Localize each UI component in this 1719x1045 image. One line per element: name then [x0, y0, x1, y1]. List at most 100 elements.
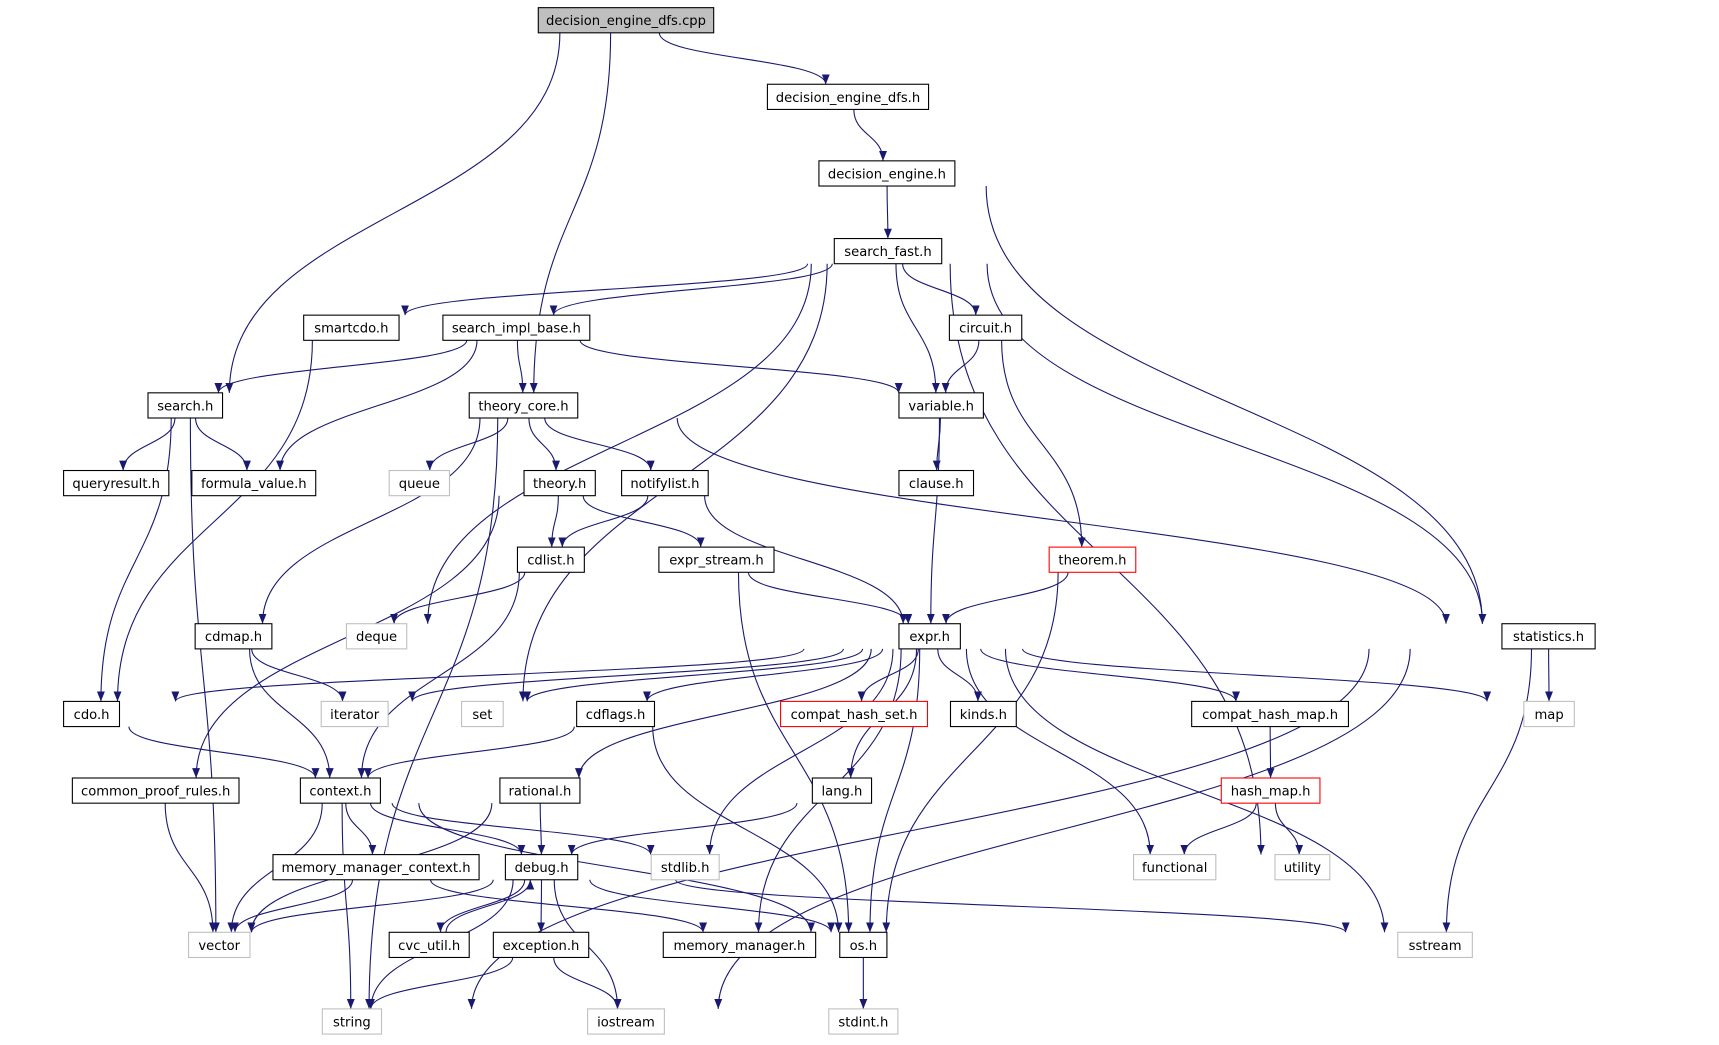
node-lang[interactable]: lang.h — [811, 777, 873, 804]
node-sstream[interactable]: sstream — [1397, 931, 1473, 959]
node-box[interactable] — [948, 314, 1023, 341]
node-box[interactable] — [460, 700, 504, 728]
node-box[interactable] — [949, 700, 1017, 728]
node-dfsh[interactable]: decision_engine_dfs.h — [766, 83, 930, 110]
node-box[interactable] — [63, 469, 170, 497]
node-cdflags[interactable]: cdflags.h — [576, 700, 656, 728]
node-theory[interactable]: theory.h — [523, 469, 596, 497]
node-clause[interactable]: clause.h — [898, 469, 975, 497]
node-box[interactable] — [1133, 854, 1217, 881]
node-deque[interactable]: deque — [345, 623, 408, 650]
node-box[interactable] — [898, 623, 961, 650]
node-chm[interactable]: compat_hash_map.h — [1191, 700, 1349, 728]
node-exception[interactable]: exception.h — [492, 931, 590, 959]
node-box[interactable] — [839, 931, 888, 959]
node-box[interactable] — [650, 854, 720, 881]
node-kinds[interactable]: kinds.h — [949, 700, 1017, 728]
node-box[interactable] — [833, 237, 943, 265]
node-box[interactable] — [188, 931, 251, 959]
node-box[interactable] — [658, 546, 775, 573]
node-iterator[interactable]: iterator — [320, 700, 389, 728]
node-box[interactable] — [147, 392, 224, 419]
node-fv[interactable]: formula_value.h — [191, 469, 317, 497]
node-box[interactable] — [299, 777, 381, 804]
node-box[interactable] — [898, 469, 975, 497]
node-mmc[interactable]: memory_manager_context.h — [272, 854, 480, 881]
node-box[interactable] — [587, 1008, 665, 1035]
node-set[interactable]: set — [460, 700, 504, 728]
node-box[interactable] — [492, 931, 590, 959]
node-box[interactable] — [811, 777, 873, 804]
node-box[interactable] — [537, 7, 715, 34]
node-box[interactable] — [388, 931, 470, 959]
node-box[interactable] — [818, 160, 956, 187]
node-box[interactable] — [504, 854, 579, 881]
node-stats[interactable]: statistics.h — [1501, 623, 1596, 650]
node-qr[interactable]: queryresult.h — [63, 469, 170, 497]
node-box[interactable] — [621, 469, 709, 497]
node-box[interactable] — [662, 931, 817, 959]
node-box[interactable] — [898, 392, 984, 419]
node-box[interactable] — [828, 1008, 899, 1035]
node-box[interactable] — [442, 314, 591, 341]
node-cvcutil[interactable]: cvc_util.h — [388, 931, 470, 959]
node-stdlib[interactable]: stdlib.h — [650, 854, 720, 881]
node-box[interactable] — [499, 777, 581, 804]
node-box[interactable] — [516, 546, 585, 573]
node-functional[interactable]: functional — [1133, 854, 1217, 881]
node-queue[interactable]: queue — [388, 469, 451, 497]
node-box[interactable] — [766, 83, 930, 110]
node-notify[interactable]: notifylist.h — [621, 469, 709, 497]
node-search[interactable]: search.h — [147, 392, 224, 419]
node-variable[interactable]: variable.h — [898, 392, 984, 419]
node-iostream[interactable]: iostream — [587, 1008, 665, 1035]
node-box[interactable] — [1048, 546, 1137, 573]
node-box[interactable] — [1523, 700, 1575, 728]
node-utility[interactable]: utility — [1274, 854, 1331, 881]
node-de[interactable]: decision_engine.h — [818, 160, 956, 187]
node-hashmap[interactable]: hash_map.h — [1220, 777, 1321, 804]
node-box[interactable] — [321, 1008, 383, 1035]
node-box[interactable] — [71, 777, 240, 804]
node-tc[interactable]: theory_core.h — [468, 392, 579, 419]
node-circuit[interactable]: circuit.h — [948, 314, 1023, 341]
node-vector[interactable]: vector — [188, 931, 251, 959]
node-smartcdo[interactable]: smartcdo.h — [303, 314, 400, 341]
node-debug[interactable]: debug.h — [504, 854, 579, 881]
node-box[interactable] — [194, 623, 273, 650]
node-cdo[interactable]: cdo.h — [63, 700, 121, 728]
node-box[interactable] — [1501, 623, 1596, 650]
node-box[interactable] — [303, 314, 400, 341]
node-box[interactable] — [272, 854, 480, 881]
node-es[interactable]: expr_stream.h — [658, 546, 775, 573]
node-expr[interactable]: expr.h — [898, 623, 961, 650]
node-cdlist[interactable]: cdlist.h — [516, 546, 585, 573]
node-box[interactable] — [780, 700, 929, 728]
node-mm[interactable]: memory_manager.h — [662, 931, 817, 959]
node-rational[interactable]: rational.h — [499, 777, 581, 804]
node-box[interactable] — [63, 700, 121, 728]
node-string[interactable]: string — [321, 1008, 383, 1035]
node-box[interactable] — [388, 469, 451, 497]
node-box[interactable] — [1220, 777, 1321, 804]
node-sf[interactable]: search_fast.h — [833, 237, 943, 265]
node-box[interactable] — [191, 469, 317, 497]
node-box[interactable] — [468, 392, 579, 419]
node-os[interactable]: os.h — [839, 931, 888, 959]
node-box[interactable] — [345, 623, 408, 650]
node-theorem[interactable]: theorem.h — [1048, 546, 1137, 573]
node-box[interactable] — [576, 700, 656, 728]
node-box[interactable] — [320, 700, 389, 728]
node-box[interactable] — [523, 469, 596, 497]
node-cpp[interactable]: decision_engine_dfs.cpp — [537, 7, 715, 34]
node-sib[interactable]: search_impl_base.h — [442, 314, 591, 341]
node-chs[interactable]: compat_hash_set.h — [780, 700, 929, 728]
node-cpr[interactable]: common_proof_rules.h — [71, 777, 240, 804]
node-context[interactable]: context.h — [299, 777, 381, 804]
node-stdint[interactable]: stdint.h — [828, 1008, 899, 1035]
node-box[interactable] — [1274, 854, 1331, 881]
node-map[interactable]: map — [1523, 700, 1575, 728]
node-box[interactable] — [1397, 931, 1473, 959]
node-box[interactable] — [1191, 700, 1349, 728]
node-cdmap[interactable]: cdmap.h — [194, 623, 273, 650]
